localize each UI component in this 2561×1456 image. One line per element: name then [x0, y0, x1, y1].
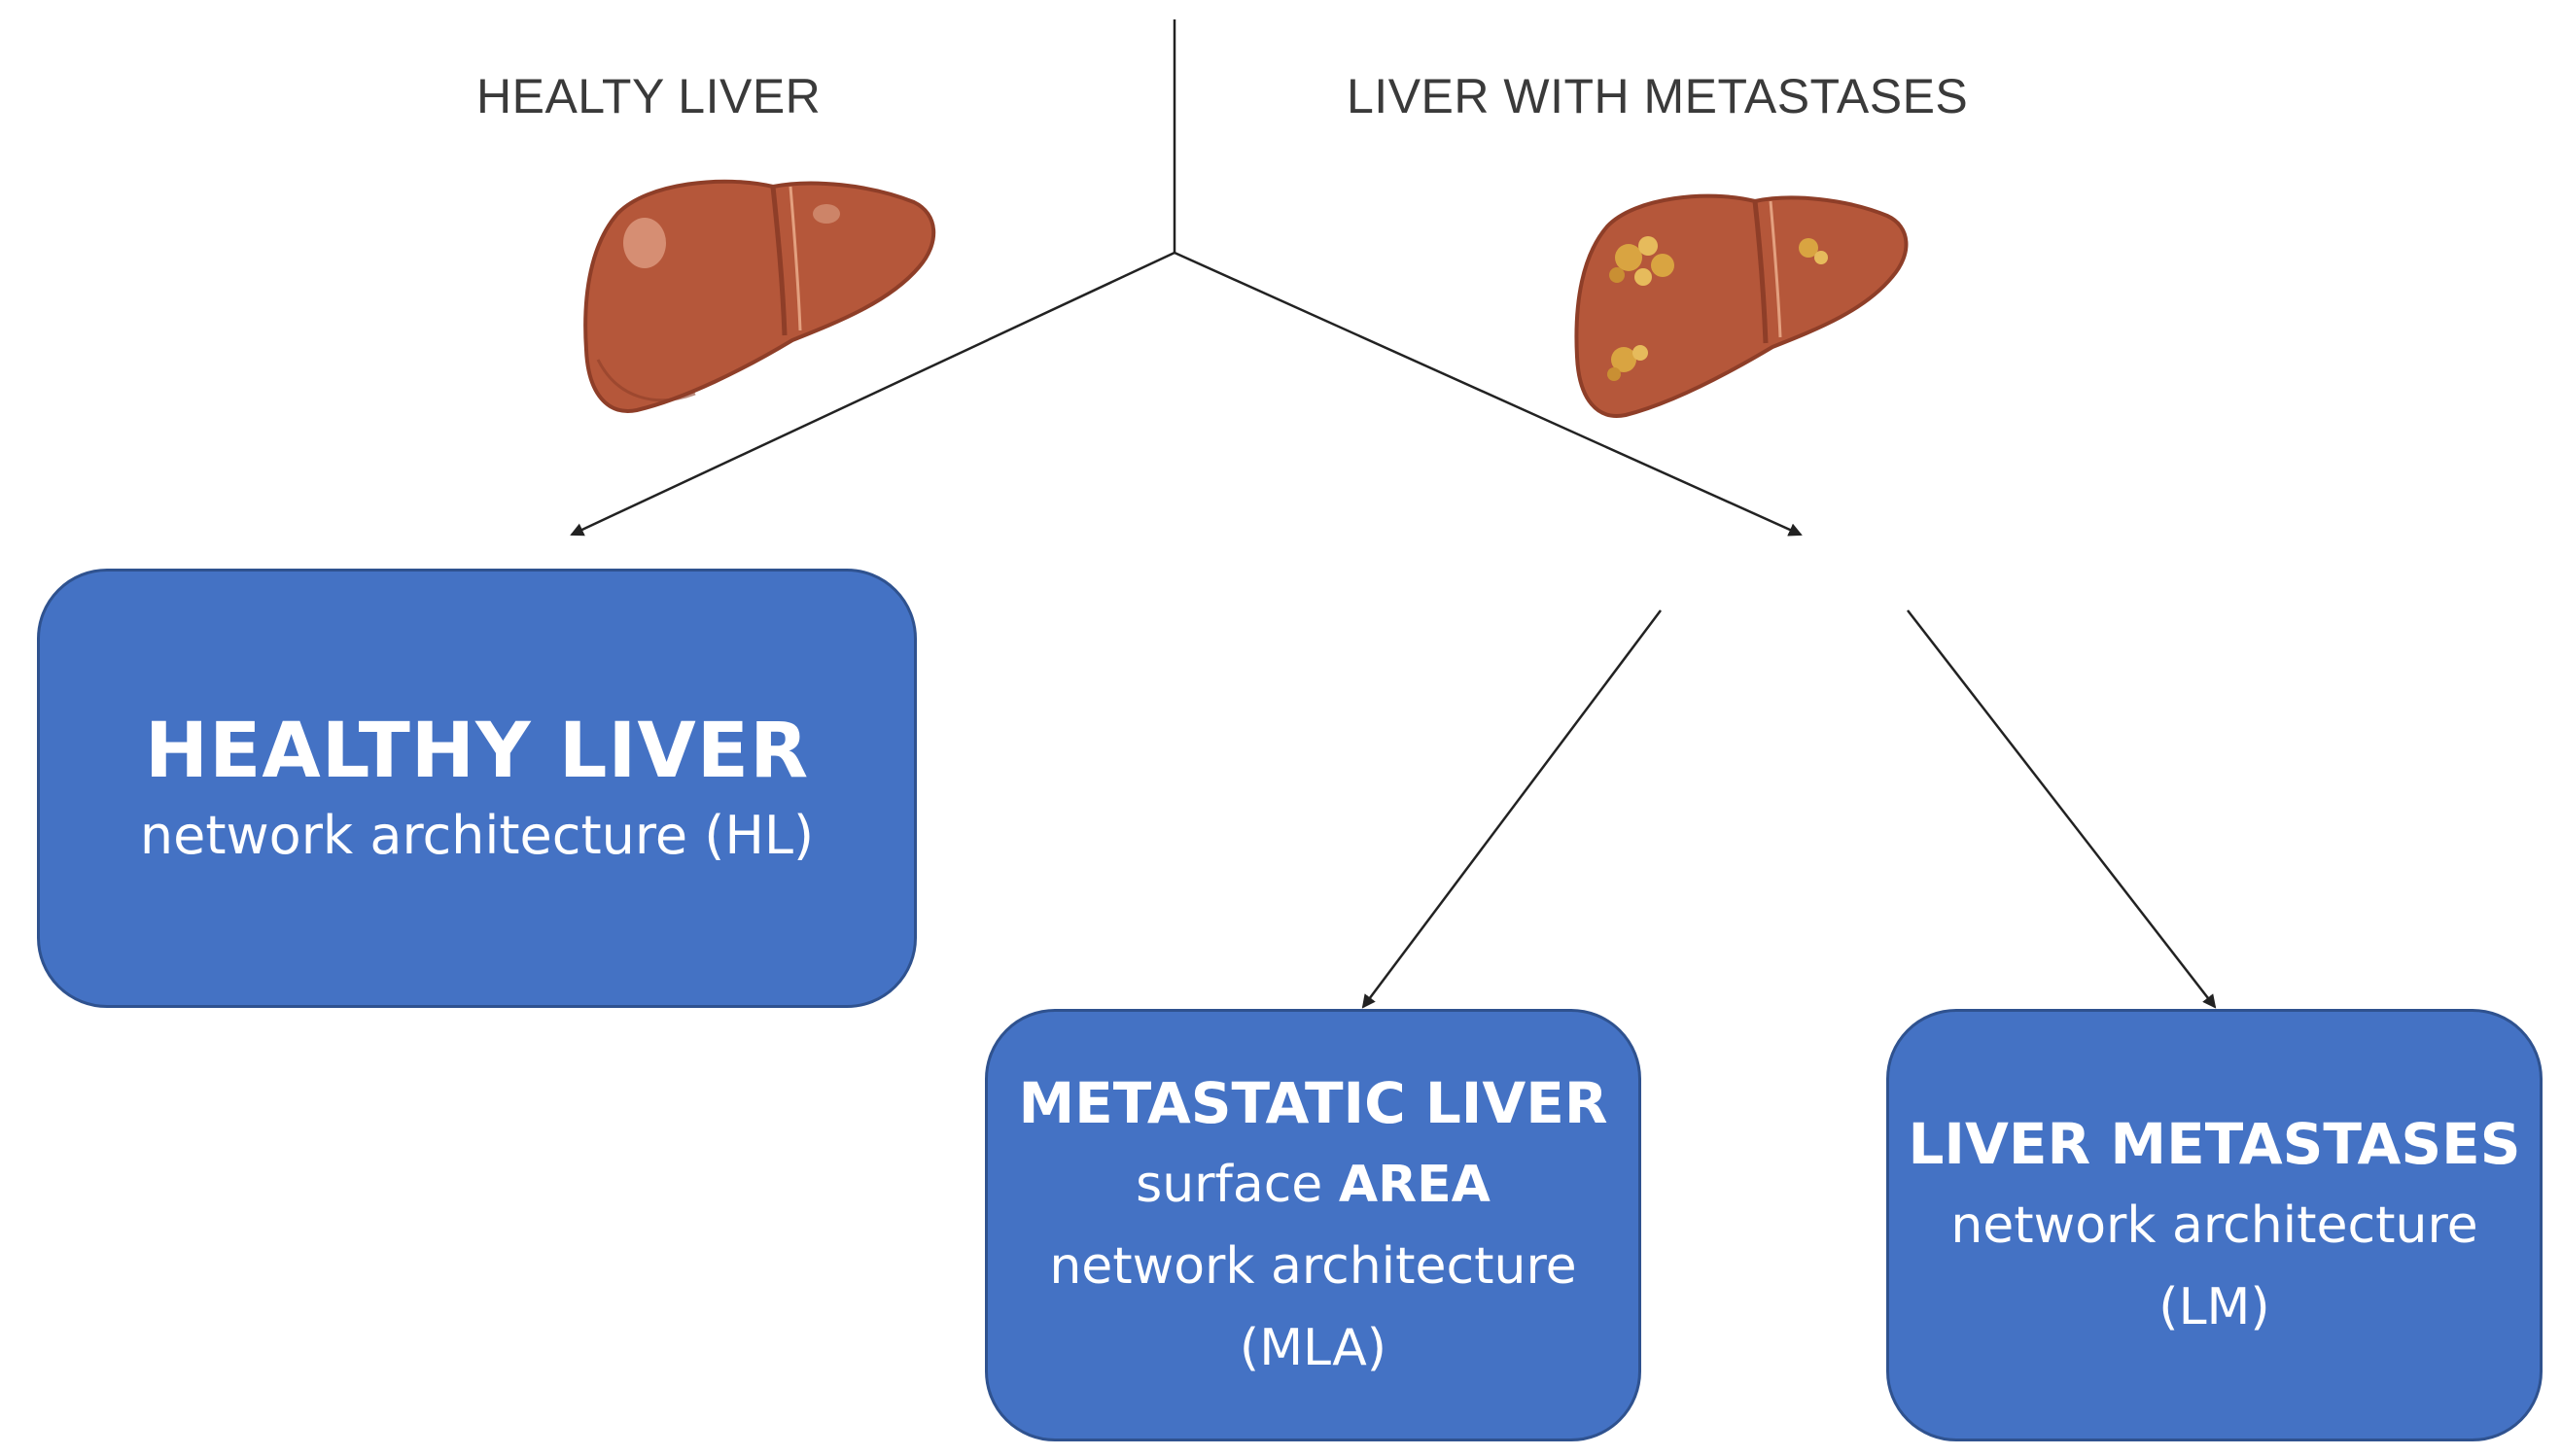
metastases-liver-heading: LIVER WITH METASTASES: [1347, 69, 1969, 123]
liver-metastases-box-title: LIVER METASTASES: [1908, 1110, 2521, 1177]
liver-icon: [583, 179, 936, 413]
arrow-to-healthy-box: [570, 251, 1175, 537]
healthy-liver-box-title: HEALTHY LIVER: [144, 708, 810, 795]
liver-with-metastases-icon: [1574, 193, 1909, 418]
metastatic-liver-box-title: METASTATIC LIVER: [1018, 1069, 1608, 1136]
arrow-to-mla-box: [1361, 609, 1662, 1009]
tumor-spots: [1607, 236, 1828, 381]
liver-metastases-box-abbrev: (LM): [2158, 1277, 2270, 1336]
liver-metastases-box: LIVER METASTASES network architecture (L…: [1886, 1009, 2543, 1441]
healthy-liver-box-subtitle: network architecture (HL): [139, 805, 815, 866]
metastatic-liver-box-network-line: network architecture: [1049, 1236, 1577, 1296]
surface-text: surface: [1136, 1155, 1339, 1214]
metastatic-liver-box-area-line: surface AREA: [1136, 1144, 1491, 1226]
area-text: AREA: [1338, 1155, 1491, 1214]
arrow-to-lm-box: [1907, 609, 2217, 1009]
arrow-to-metastatic-branch: [1174, 251, 1803, 537]
healthy-liver-heading: HEALTY LIVER: [476, 69, 822, 123]
liver-metastases-box-network-line: network architecture: [1950, 1196, 2478, 1255]
healthy-liver-box: HEALTHY LIVER network architecture (HL): [37, 569, 917, 1008]
metastatic-liver-box-abbrev: (MLA): [1239, 1318, 1387, 1377]
metastatic-liver-box: METASTATIC LIVER surface AREA network ar…: [985, 1009, 1641, 1441]
